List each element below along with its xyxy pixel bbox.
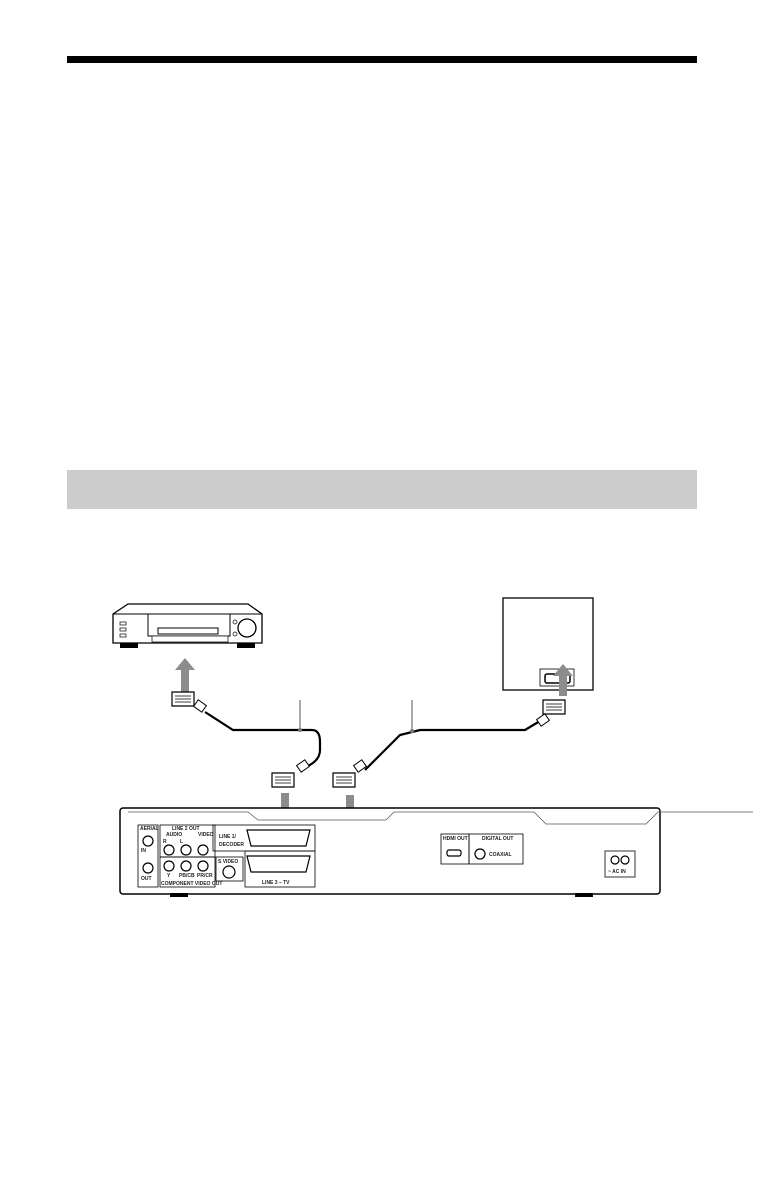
scart-plug-icon — [171, 691, 566, 788]
dvd-recorder-rear-panel: AERIAL IN OUT LINE 2 OUT AUDIO VIDEO R L… — [119, 807, 753, 897]
section-heading-band — [67, 470, 697, 509]
tv-device — [502, 597, 594, 691]
l-label: L — [180, 839, 183, 845]
component-label: COMPONENT VIDEO OUT — [161, 881, 222, 887]
ac-in-label: ~ AC IN — [608, 869, 626, 875]
coaxial-label: COAXIAL — [489, 852, 512, 858]
pr-label: PR/CR — [197, 873, 213, 879]
audio-label: AUDIO — [166, 832, 182, 838]
line3-label: LINE 3 – TV — [262, 880, 290, 886]
aerial-out-label: OUT — [141, 876, 152, 882]
svideo-label: S VIDEO — [218, 859, 238, 865]
aerial-label: AERIAL — [140, 826, 159, 832]
pb-label: PB/CB — [179, 873, 195, 879]
line1-scart-port — [246, 829, 311, 847]
r-label: R — [163, 839, 167, 845]
digital-out-label: DIGITAL OUT — [482, 836, 513, 842]
line2-out-label: LINE 2 OUT — [172, 826, 200, 832]
hdmi-label: HDMI OUT — [443, 836, 468, 842]
arrow-up-vcr — [175, 658, 195, 693]
arrow-up-tv — [553, 664, 573, 696]
video-label: VIDEO — [198, 832, 214, 838]
vcr-device — [112, 603, 263, 648]
aerial-in-label: IN — [141, 848, 146, 854]
decoder-label: DECODER — [219, 842, 244, 848]
line3-scart-port — [246, 855, 311, 873]
y-label: Y — [167, 873, 171, 879]
scart-cables — [204, 711, 546, 771]
section-header-rule — [67, 56, 697, 63]
line1-label: LINE 1/ — [219, 834, 237, 840]
